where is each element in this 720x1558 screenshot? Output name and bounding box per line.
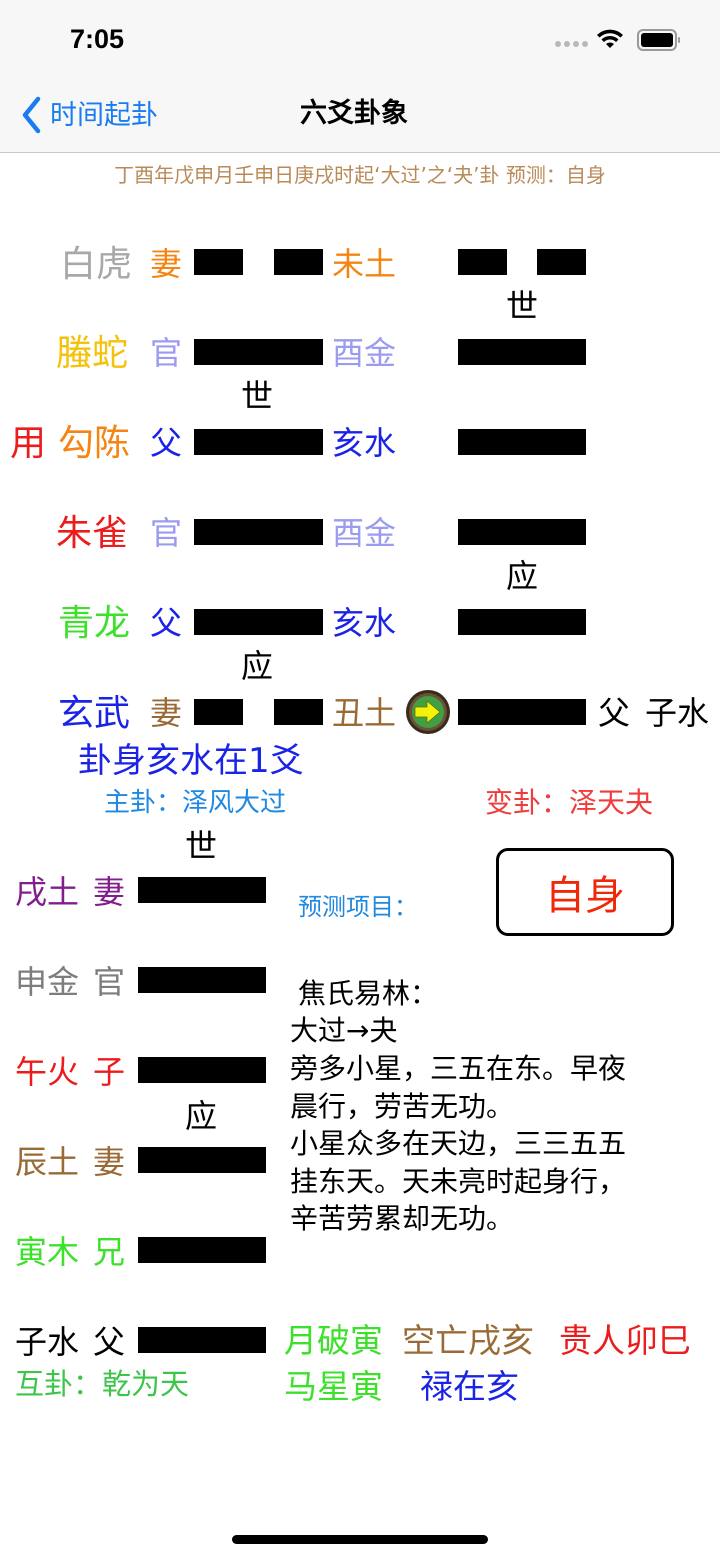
lu-label: 禄在亥 xyxy=(420,1367,519,1406)
changed-yang-line xyxy=(458,519,586,545)
hexagram-summary: 丁酉年戊申月壬申日庚戌时起‘大过’之‘夬’卦 预测：自身 xyxy=(114,163,606,187)
main-hexagram-name: 主卦：泽风大过 xyxy=(104,788,287,818)
yang-line xyxy=(194,519,323,545)
signal-icon xyxy=(555,41,588,47)
changed-yang-line xyxy=(458,699,586,725)
mutual-yang-line xyxy=(138,967,266,993)
status-time: 7:05 xyxy=(70,24,125,54)
back-button[interactable]: 时间起卦 xyxy=(20,96,158,134)
mutual-ying-mark: 应 xyxy=(185,1097,218,1135)
branch-label: 亥水 xyxy=(332,424,397,462)
changed-yang-line xyxy=(458,429,586,455)
mutual-relation-label: 官 xyxy=(93,963,126,1001)
relation-label: 妻 xyxy=(150,245,183,283)
yin-line-segment xyxy=(194,249,243,275)
jiaoshi-line: 大过→夬 xyxy=(290,1014,398,1047)
jiaoshi-line: 辛苦劳累却无功。 xyxy=(290,1202,515,1235)
branch-label: 丑土 xyxy=(332,694,397,732)
six-god-zhuque: 朱雀 xyxy=(56,513,129,554)
yue-po-label: 月破寅 xyxy=(284,1321,383,1360)
mutual-yang-line xyxy=(138,1147,266,1173)
wifi-icon xyxy=(597,29,623,48)
home-indicator[interactable] xyxy=(232,1535,488,1544)
six-god-gouchen: 勾陈 xyxy=(58,423,131,464)
yin-line-segment xyxy=(194,699,243,725)
mutual-relation-label: 父 xyxy=(93,1323,126,1361)
ma-xing-label: 马星寅 xyxy=(284,1367,383,1406)
relation-label: 官 xyxy=(150,514,183,552)
mutual-branch-label: 辰土 xyxy=(15,1143,80,1181)
changed-shi-mark: 世 xyxy=(506,287,539,325)
mutual-branch-label: 午火 xyxy=(15,1053,80,1091)
changed-yang-line xyxy=(458,339,586,365)
yin-line-segment xyxy=(274,249,323,275)
branch-label: 亥水 xyxy=(332,604,397,642)
relation-label: 妻 xyxy=(150,694,183,732)
yin-line-segment xyxy=(274,699,323,725)
yang-line xyxy=(194,429,323,455)
six-god-xuanwu: 玄武 xyxy=(58,693,131,734)
changed-ying-mark: 应 xyxy=(506,557,539,595)
six-god-baihu: 白虎 xyxy=(60,244,133,285)
mutual-yang-line xyxy=(138,1237,266,1263)
changed-yin-line-segment xyxy=(537,249,586,275)
page-title: 六爻卦象 xyxy=(300,98,408,129)
changed-hexagram-name: 变卦：泽天夬 xyxy=(485,786,654,819)
branch-label: 酉金 xyxy=(332,334,397,372)
jiaoshi-line: 小星众多在天边，三三五五 xyxy=(290,1127,627,1160)
yang-line xyxy=(194,339,323,365)
mutual-branch-label: 寅木 xyxy=(15,1233,80,1271)
relation-label: 官 xyxy=(150,334,183,372)
jiaoshi-line: 旁多小星，三五在东。早夜 xyxy=(290,1052,627,1085)
jiaoshi-line: 晨行，劳苦无功。 xyxy=(290,1090,515,1123)
mutual-relation-label: 子 xyxy=(93,1053,126,1091)
changed-yin-line-segment xyxy=(458,249,507,275)
mutual-shi-mark: 世 xyxy=(185,827,218,865)
use-god-mark: 用 xyxy=(10,423,47,464)
back-label: 时间起卦 xyxy=(50,99,158,131)
relation-label: 父 xyxy=(150,604,183,642)
mutual-yang-line xyxy=(138,1327,266,1353)
changed-yang-line xyxy=(458,609,586,635)
mutual-relation-label: 兄 xyxy=(93,1233,126,1271)
branch-label: 酉金 xyxy=(332,514,397,552)
mutual-branch-label: 申金 xyxy=(15,963,80,1001)
jiaoshi-title: 焦氏易林： xyxy=(298,977,439,1010)
relation-label: 父 xyxy=(150,424,183,462)
branch-label: 未土 xyxy=(332,245,397,283)
chevron-left-icon xyxy=(22,96,41,134)
arrow-right-circle-icon[interactable] xyxy=(405,689,451,735)
mutual-relation-label: 妻 xyxy=(93,1143,126,1181)
changed-branch-label: 子水 xyxy=(645,694,710,732)
changed-relation-label: 父 xyxy=(598,694,631,732)
mutual-yang-line xyxy=(138,877,266,903)
mutual-relation-label: 妻 xyxy=(93,873,126,911)
kong-wang-label: 空亡戌亥 xyxy=(402,1321,534,1360)
prediction-label: 预测项目： xyxy=(298,893,418,921)
gua-shen-label: 卦身亥水在1爻 xyxy=(78,741,304,781)
gui-ren-label: 贵人卯巳 xyxy=(559,1321,691,1360)
battery-icon xyxy=(637,29,680,51)
yang-line xyxy=(194,609,323,635)
six-god-tengshe: 螣蛇 xyxy=(56,333,129,374)
prediction-item-button[interactable]: 自身 xyxy=(496,848,674,936)
navigation-bar xyxy=(0,0,720,153)
mutual-branch-label: 子水 xyxy=(15,1323,80,1361)
ying-mark: 应 xyxy=(241,647,274,685)
six-god-qinglong: 青龙 xyxy=(58,603,131,644)
mutual-branch-label: 戌土 xyxy=(15,873,80,911)
mutual-hexagram-name: 互卦：乾为天 xyxy=(15,1367,190,1401)
jiaoshi-line: 挂东天。天未亮时起身行， xyxy=(290,1165,627,1198)
shi-mark: 世 xyxy=(241,377,274,415)
mutual-yang-line xyxy=(138,1057,266,1083)
